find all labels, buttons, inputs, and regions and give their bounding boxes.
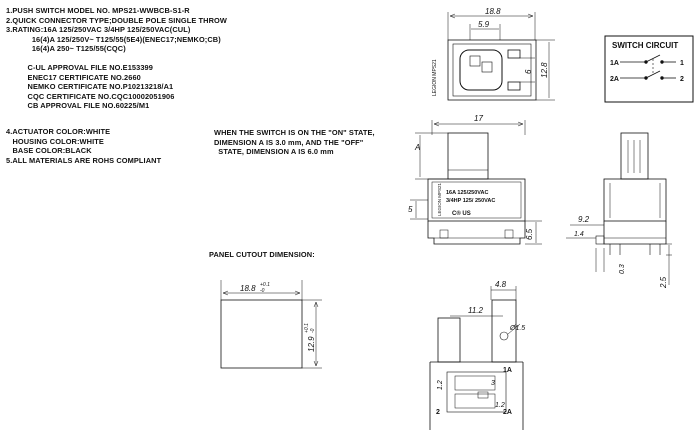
front-width-dim: 17	[474, 114, 483, 123]
spec-line-4: 16(4)A 250~ T125/55(CQC)	[6, 44, 126, 53]
bottom-dim-1-2-b: 1.2	[495, 402, 505, 409]
panel-width-tol-plus: +0.1	[260, 282, 270, 288]
front-view: 17 A 16A 125/250VAC 3/4HP 125/ 250VAC C®…	[408, 114, 542, 245]
bottom-dim-3: 3	[491, 380, 495, 387]
top-slot-dim: 6	[524, 69, 533, 74]
front-side-text: LEGION MPS21	[437, 182, 442, 216]
panel-height-tol-minus: -0	[310, 328, 316, 333]
side-dim-0-3: 0.3	[619, 264, 626, 274]
note-line-0: WHEN THE SWITCH IS ON THE "ON" STATE,	[214, 128, 375, 137]
bottom-view: 4.8 11.2 Ø1.5 1.2 3 1.2 1A 2 2A	[429, 280, 525, 430]
panel-cutout-title: PANEL CUTOUT DIMENSION:	[209, 250, 315, 259]
note-line-1: DIMENSION A IS 3.0 mm, AND THE "OFF"	[214, 137, 364, 147]
spec-line-6: C-UL APPROVAL FILE NO.E153399	[6, 63, 153, 72]
front-dim-a: A	[414, 143, 420, 152]
front-cert-mark: C® US	[452, 210, 471, 217]
terminal-label-1: 1A	[503, 367, 512, 374]
switch-circuit-title: SWITCH CIRCUIT	[612, 41, 678, 50]
spec-line-9: CQC CERTIFICATE NO.CQC10002051906	[6, 91, 175, 101]
panel-cutout-drawing: 18.8 +0.1 -0 12.9 +0.1 -0	[220, 280, 322, 369]
spec-line-8: NEMKO CERTIFICATE NO.P10213218/A1	[6, 82, 174, 91]
side-dim-9-2: 9.2	[578, 215, 590, 224]
bottom-dim-4-8: 4.8	[495, 280, 507, 289]
panel-width-dim: 18.8	[240, 284, 256, 293]
front-label-line-2: 3/4HP 125/ 250VAC	[446, 198, 495, 204]
terminal-label-2a: 2A	[503, 409, 512, 416]
color-spec-line-1: HOUSING COLOR:WHITE	[6, 136, 104, 146]
color-spec-line-2: BASE COLOR:BLACK	[6, 146, 92, 155]
color-spec-line-0: 4.ACTUATOR COLOR:WHITE	[6, 127, 111, 136]
circuit-label-2: 2	[680, 76, 684, 83]
panel-height-dim: 12.9	[307, 336, 316, 352]
top-side-text: LEGION MPS21	[432, 59, 438, 96]
circuit-label-1a: 1A	[610, 60, 619, 67]
side-dim-2-5: 2.5	[659, 276, 668, 289]
side-view: 9.2 1.4 0.3 2.5	[566, 132, 672, 289]
spec-line-10: CB APPROVAL FILE NO.60225/M1	[6, 101, 150, 110]
circuit-label-2a: 2A	[610, 76, 619, 83]
front-dim-5: 5	[408, 205, 413, 214]
front-dim-6-5: 6.5	[525, 228, 534, 240]
side-dim-1-4: 1.4	[574, 231, 584, 238]
spec-line-1: 2.QUICK CONNECTOR TYPE;DOUBLE POLE SINGL…	[6, 15, 227, 25]
note-line-2: STATE, DIMENSION A IS 6.0 mm	[214, 147, 334, 156]
panel-width-tol-minus: -0	[260, 288, 265, 294]
color-spec-line-3: 5.ALL MATERIALS ARE ROHS COMPLIANT	[6, 155, 162, 165]
front-label-line-1: 16A 125/250VAC	[446, 190, 489, 196]
top-height-dim: 12.8	[540, 62, 549, 78]
spec-line-3: 16(4)A 125/250V~ T125/55(5E4)(ENEC17;NEM…	[6, 34, 221, 44]
bottom-dim-1-2-a: 1.2	[437, 380, 444, 390]
top-width-dim: 18.8	[485, 7, 501, 16]
color-spec-list: 4.ACTUATOR COLOR:WHITE HOUSING COLOR:WHI…	[6, 127, 161, 165]
bottom-dim-dia-1-5: Ø1.5	[509, 325, 525, 332]
top-view: 18.8 5.9 LEGION MPS21 12.8 6	[432, 7, 555, 101]
spec-line-7: ENEC17 CERTIFICATE NO.2660	[6, 72, 141, 82]
bottom-dim-11-2: 11.2	[468, 306, 484, 315]
circuit-label-1: 1	[680, 60, 684, 67]
spec-line-0: 1.PUSH SWITCH MODEL NO. MPS21-WWBCB-S1-R	[6, 6, 190, 15]
spec-list: 1.PUSH SWITCH MODEL NO. MPS21-WWBCB-S1-R…	[6, 6, 227, 111]
dimension-a-note: WHEN THE SWITCH IS ON THE "ON" STATE,DIM…	[214, 128, 375, 157]
terminal-label-2: 2	[436, 409, 440, 416]
panel-height-tol-plus: +0.1	[304, 323, 310, 333]
top-inner-width-dim: 5.9	[478, 20, 490, 29]
spec-line-2: 3.RATING:16A 125/250VAC 3/4HP 125/250VAC…	[6, 25, 191, 34]
switch-circuit: SWITCH CIRCUIT 1A 1 2A 2	[604, 35, 694, 103]
